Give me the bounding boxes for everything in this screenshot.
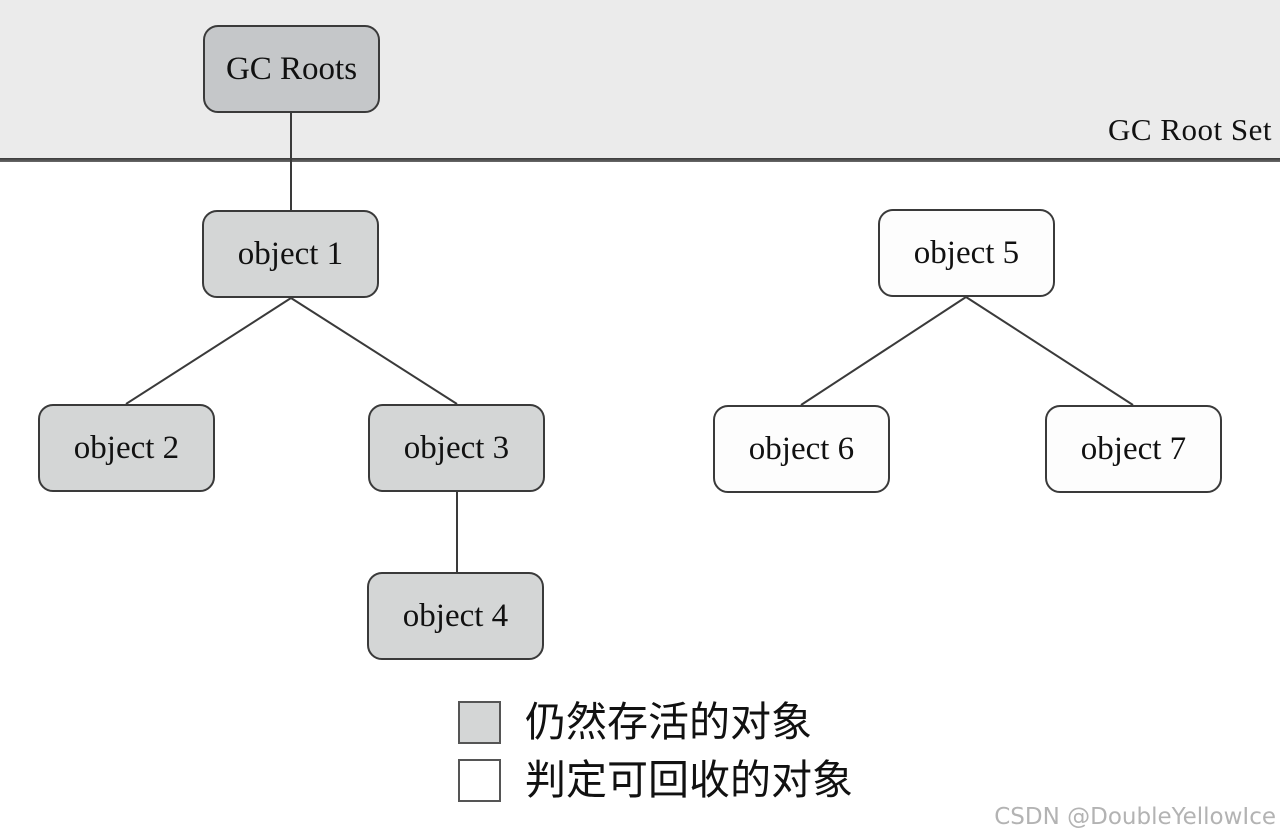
legend-swatch-live-icon <box>458 701 501 744</box>
node-object-1-label: object 1 <box>237 235 344 272</box>
node-object-1: object 1 <box>202 210 379 298</box>
node-object-6-label: object 6 <box>748 430 855 467</box>
node-object-5: object 5 <box>878 209 1055 297</box>
edge-object1-object2 <box>125 297 292 405</box>
legend-swatch-recyclable-icon <box>458 759 501 802</box>
edge-object1-object3 <box>290 297 458 405</box>
csdn-watermark: CSDN @DoubleYellowIce <box>994 804 1276 830</box>
node-gc-roots: GC Roots <box>203 25 380 113</box>
gc-root-set-divider-line <box>0 158 1280 162</box>
edge-object5-object6 <box>800 296 967 406</box>
node-object-6: object 6 <box>713 405 890 493</box>
node-object-5-label: object 5 <box>913 234 1020 271</box>
node-object-7-label: object 7 <box>1080 430 1187 467</box>
node-object-7: object 7 <box>1045 405 1222 493</box>
node-object-2: object 2 <box>38 404 215 492</box>
edge-object5-object7 <box>965 296 1134 406</box>
gc-root-set-label: GC Root Set <box>1108 112 1272 147</box>
legend-label-recyclable: 判定可回收的对象 <box>525 757 853 803</box>
node-object-3: object 3 <box>368 404 545 492</box>
node-object-2-label: object 2 <box>73 429 180 466</box>
node-gc-roots-label: GC Roots <box>225 50 358 87</box>
legend-row-live: 仍然存活的对象 <box>458 699 853 746</box>
legend-row-recyclable: 判定可回收的对象 <box>458 757 853 804</box>
node-object-4: object 4 <box>367 572 544 660</box>
node-object-4-label: object 4 <box>402 597 509 634</box>
legend-label-live: 仍然存活的对象 <box>525 699 812 745</box>
legend: 仍然存活的对象 判定可回收的对象 <box>458 699 853 815</box>
node-object-3-label: object 3 <box>403 429 510 466</box>
